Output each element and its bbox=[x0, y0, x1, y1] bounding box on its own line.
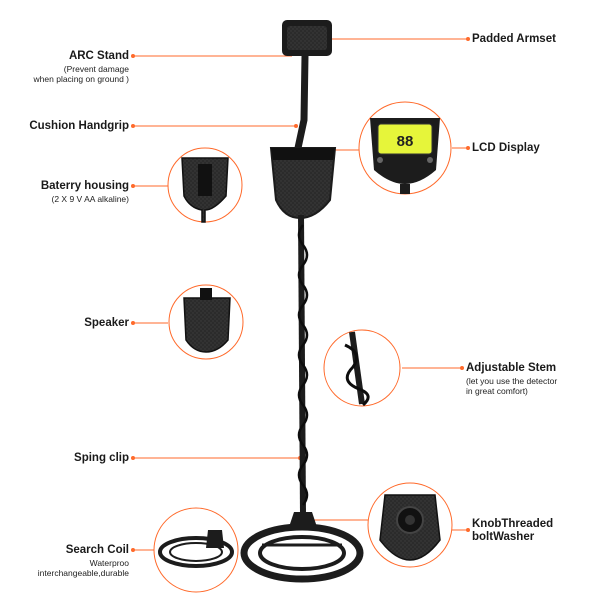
spring-clip-label: Sping clip bbox=[74, 452, 129, 464]
arc-stand-note-2: when placing on ground ) bbox=[33, 74, 129, 84]
lcd-readout: 88 bbox=[397, 133, 414, 150]
arc-stand-label: ARC Stand bbox=[68, 50, 129, 62]
upper-shaft bbox=[294, 52, 309, 152]
callout-stem bbox=[323, 329, 401, 407]
lcd-display-label: LCD Display bbox=[472, 142, 540, 154]
knob-label-2: boltWasher bbox=[472, 531, 535, 543]
search-coil-label: Search Coil bbox=[65, 544, 129, 556]
battery-housing-note: (2 X 9 V AA alkaline) bbox=[51, 194, 130, 204]
callout-knob bbox=[367, 482, 453, 568]
coiled-cable bbox=[297, 224, 309, 506]
speaker-label: Speaker bbox=[84, 317, 129, 329]
search-coil-note-1: Waterproo bbox=[89, 558, 129, 568]
cushion-handgrip-label: Cushion Handgrip bbox=[29, 120, 129, 132]
callout-coil bbox=[153, 507, 239, 593]
search-coil-note-2: interchangeable,durable bbox=[37, 568, 129, 578]
metal-detector bbox=[240, 20, 364, 583]
callout-lcd bbox=[358, 101, 452, 195]
padded-armset-label: Padded Armset bbox=[472, 33, 556, 45]
adjustable-stem-note-1: (let you use the detector bbox=[466, 376, 558, 386]
callout-battery bbox=[167, 147, 243, 223]
adjustable-stem-label: Adjustable Stem bbox=[466, 362, 557, 374]
knob-label-1: KnobThreaded bbox=[472, 518, 554, 530]
search-coil-part bbox=[240, 523, 364, 583]
arc-stand-note-1: (Prevent damage bbox=[63, 64, 129, 74]
battery-housing-label: Baterry housing bbox=[40, 180, 129, 192]
callout-speaker bbox=[168, 284, 244, 360]
adjustable-stem-note-2: in great comfort) bbox=[466, 386, 528, 396]
